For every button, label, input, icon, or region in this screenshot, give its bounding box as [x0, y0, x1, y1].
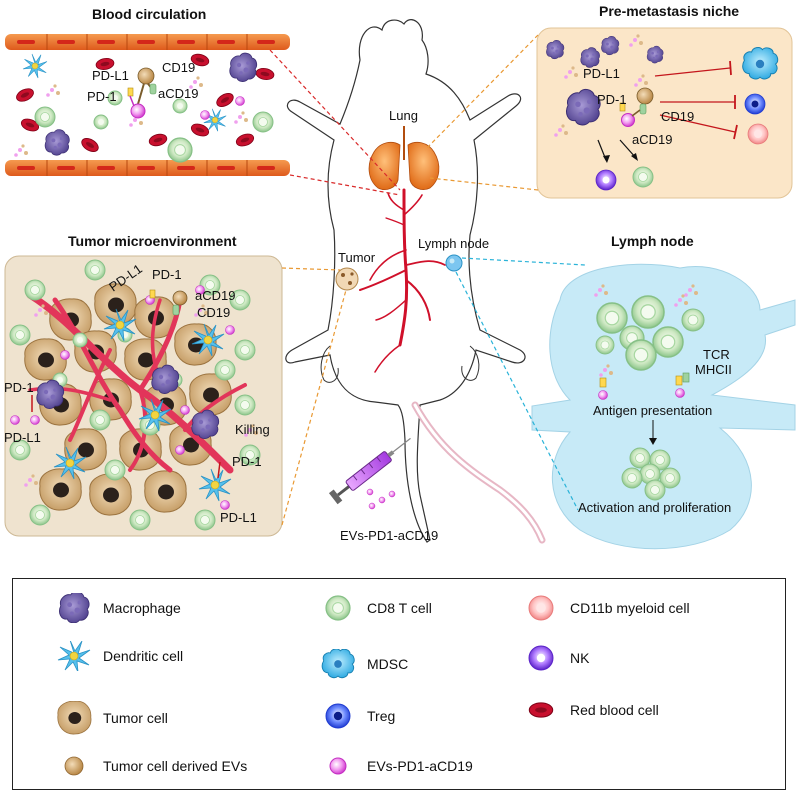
- tumor-site-icon: [335, 267, 359, 291]
- tme-label-acd19: aCD19: [195, 288, 235, 303]
- legend-label-ev-pd1-acd19: EVs-PD1-aCD19: [367, 758, 473, 774]
- mouse-label-injection: EVs-PD1-aCD19: [340, 528, 438, 543]
- pre-metastasis-niche-panel: Pre-metastasis niche: [536, 3, 793, 199]
- red-blood-cell-icon: [528, 702, 554, 718]
- lymph-label-activation: Activation and proliferation: [578, 500, 731, 515]
- niche-ev-complex: [619, 87, 654, 127]
- legend-label-cd11b-myeloid: CD11b myeloid cell: [570, 600, 690, 616]
- mouse-label-tumor: Tumor: [338, 250, 376, 265]
- legend-label-macrophage: Macrophage: [103, 600, 181, 616]
- tme-label-pd-l1-left: PD-L1: [4, 430, 41, 445]
- legend-label-cd8-t-cell: CD8 T cell: [367, 600, 432, 616]
- tme-title: Tumor microenvironment: [68, 233, 237, 249]
- niche-inhibition-arrows: [597, 60, 738, 163]
- blood-circulation-panel: Blood circulation: [5, 6, 290, 176]
- niche-background: [536, 27, 793, 199]
- legend-label-tumor-cell: Tumor cell: [103, 710, 168, 726]
- tumor-ev-icon: [64, 756, 84, 776]
- legend-item-ev-pd1-acd19: EVs-PD1-aCD19: [315, 751, 473, 781]
- lymph-node-body: [531, 263, 796, 550]
- vessel-top-wall: [5, 34, 290, 50]
- legend-item-tumor-evs: Tumor cell derived EVs: [51, 751, 247, 781]
- blood-label-pd-l1: PD-L1: [92, 68, 129, 83]
- syringe-icon: [328, 437, 411, 505]
- tme-blood-vessels: [26, 291, 247, 474]
- lymph-node-panel: Lymph node TCR MHCII Antigen presentatio…: [531, 233, 796, 550]
- tumor-cell-icon: [57, 701, 92, 735]
- tme-label-pd-1-left: PD-1: [4, 380, 34, 395]
- blood-circulation-title: Blood circulation: [92, 6, 206, 22]
- mdsc-icon: [321, 649, 355, 679]
- legend-item-cd8-t-cell: CD8 T cell: [315, 593, 432, 623]
- lymph-node-cells: [594, 284, 705, 501]
- cd11b-myeloid-cell-icon: [528, 595, 554, 621]
- nk-icon: [528, 645, 554, 671]
- legend-label-dendritic-cell: Dendritic cell: [103, 648, 184, 664]
- legend-item-mdsc: MDSC: [315, 649, 408, 679]
- dendritic-cell-icon: [57, 641, 91, 671]
- tumor-microenvironment-panel: Tumor microenvironment: [4, 233, 283, 537]
- tme-label-pd-1-right: PD-1: [232, 454, 262, 469]
- lymph-label-tcr: TCR: [703, 347, 730, 362]
- niche-title: Pre-metastasis niche: [599, 3, 739, 19]
- lymph-label-antigen-presentation: Antigen presentation: [593, 403, 712, 418]
- tme-label-pd-1-top: PD-1: [152, 267, 182, 282]
- legend-item-dendritic-cell: Dendritic cell: [51, 641, 183, 671]
- legend-label-treg: Treg: [367, 708, 396, 724]
- legend-label-red-blood-cell: Red blood cell: [570, 702, 659, 718]
- mouse-illustration: Lung Tumor Lymph node: [285, 19, 546, 544]
- connector-lines: [269, 34, 586, 526]
- tme-ev-complex: [31, 289, 221, 479]
- treg-icon: [325, 703, 351, 729]
- legend-item-tumor-cell: Tumor cell: [51, 701, 168, 735]
- blood-label-acd19: aCD19: [158, 86, 198, 101]
- mouse-label-lung: Lung: [389, 108, 418, 123]
- lymph-node-title: Lymph node: [611, 233, 694, 249]
- figure-canvas: Blood circulation: [4, 3, 796, 550]
- ev-pd1-acd19-icon: [329, 757, 347, 775]
- cd8-t-cell-icon: [325, 595, 351, 621]
- mouse-blood-vessels: [359, 188, 446, 373]
- lymph-label-mhcii: MHCII: [695, 362, 732, 377]
- tme-label-cd19: CD19: [197, 305, 230, 320]
- mouse-tail: [411, 401, 546, 544]
- blood-label-pd-1: PD-1: [87, 89, 117, 104]
- vessel-bottom-wall: [5, 160, 290, 176]
- mouse-label-lymph-node: Lymph node: [418, 236, 489, 251]
- legend-label-mdsc: MDSC: [367, 656, 409, 672]
- injected-evs: [366, 488, 396, 510]
- legend-item-treg: Treg: [315, 701, 395, 731]
- legend-label-tumor-evs: Tumor cell derived EVs: [103, 758, 248, 774]
- blood-ev-complex: [127, 67, 157, 119]
- legend-item-nk: NK: [518, 643, 589, 673]
- niche-label-cd19: CD19: [661, 109, 694, 124]
- legend-label-nk: NK: [570, 650, 590, 666]
- legend: Macrophage Dendritic cell Tumor cell Tum…: [12, 578, 786, 790]
- macrophage-icon: [58, 593, 90, 623]
- legend-item-macrophage: Macrophage: [51, 593, 181, 623]
- lymph-node-site-icon: [445, 254, 463, 272]
- niche-label-pd-1: PD-1: [597, 92, 627, 107]
- legend-item-cd11b-myeloid: CD11b myeloid cell: [518, 593, 690, 623]
- tme-label-killing: Killing: [235, 422, 270, 437]
- niche-label-pd-l1: PD-L1: [583, 66, 620, 81]
- tme-label-pd-l1-right: PD-L1: [220, 510, 257, 525]
- niche-label-acd19: aCD19: [632, 132, 672, 147]
- legend-item-red-blood-cell: Red blood cell: [518, 695, 659, 725]
- blood-label-cd19: CD19: [162, 60, 195, 75]
